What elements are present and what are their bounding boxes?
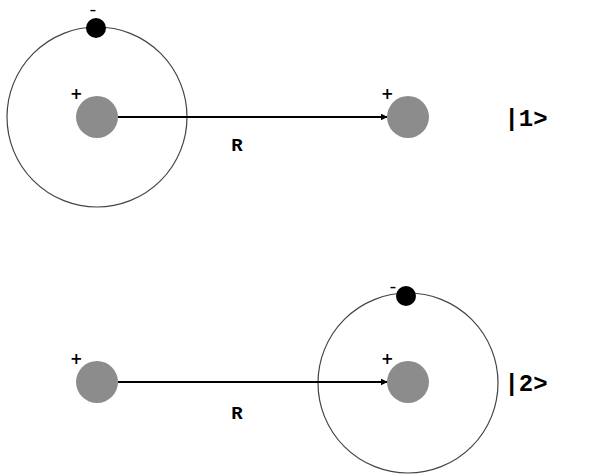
distance-arrow (118, 116, 387, 118)
distance-label: R (231, 405, 242, 424)
distance-arrow (118, 381, 387, 383)
charge-sign: + (70, 87, 83, 102)
electron-dot (86, 18, 106, 38)
charge-sign: + (381, 352, 394, 367)
proton-node: + (76, 96, 118, 138)
proton-node: + (387, 361, 429, 403)
proton-node: + (387, 96, 429, 138)
charge-sign: + (70, 352, 83, 367)
proton-shape (387, 96, 429, 138)
electron-dot (396, 286, 416, 306)
proton-node: + (76, 361, 118, 403)
label-minus: - (88, 2, 99, 20)
charge-sign: + (381, 87, 394, 102)
state-label: |1> (504, 108, 547, 132)
proton-shape (76, 96, 118, 138)
distance-label: R (231, 137, 242, 156)
label-minus: - (388, 279, 399, 297)
proton-shape (387, 361, 429, 403)
proton-shape (76, 361, 118, 403)
state-label: |2> (504, 373, 547, 397)
